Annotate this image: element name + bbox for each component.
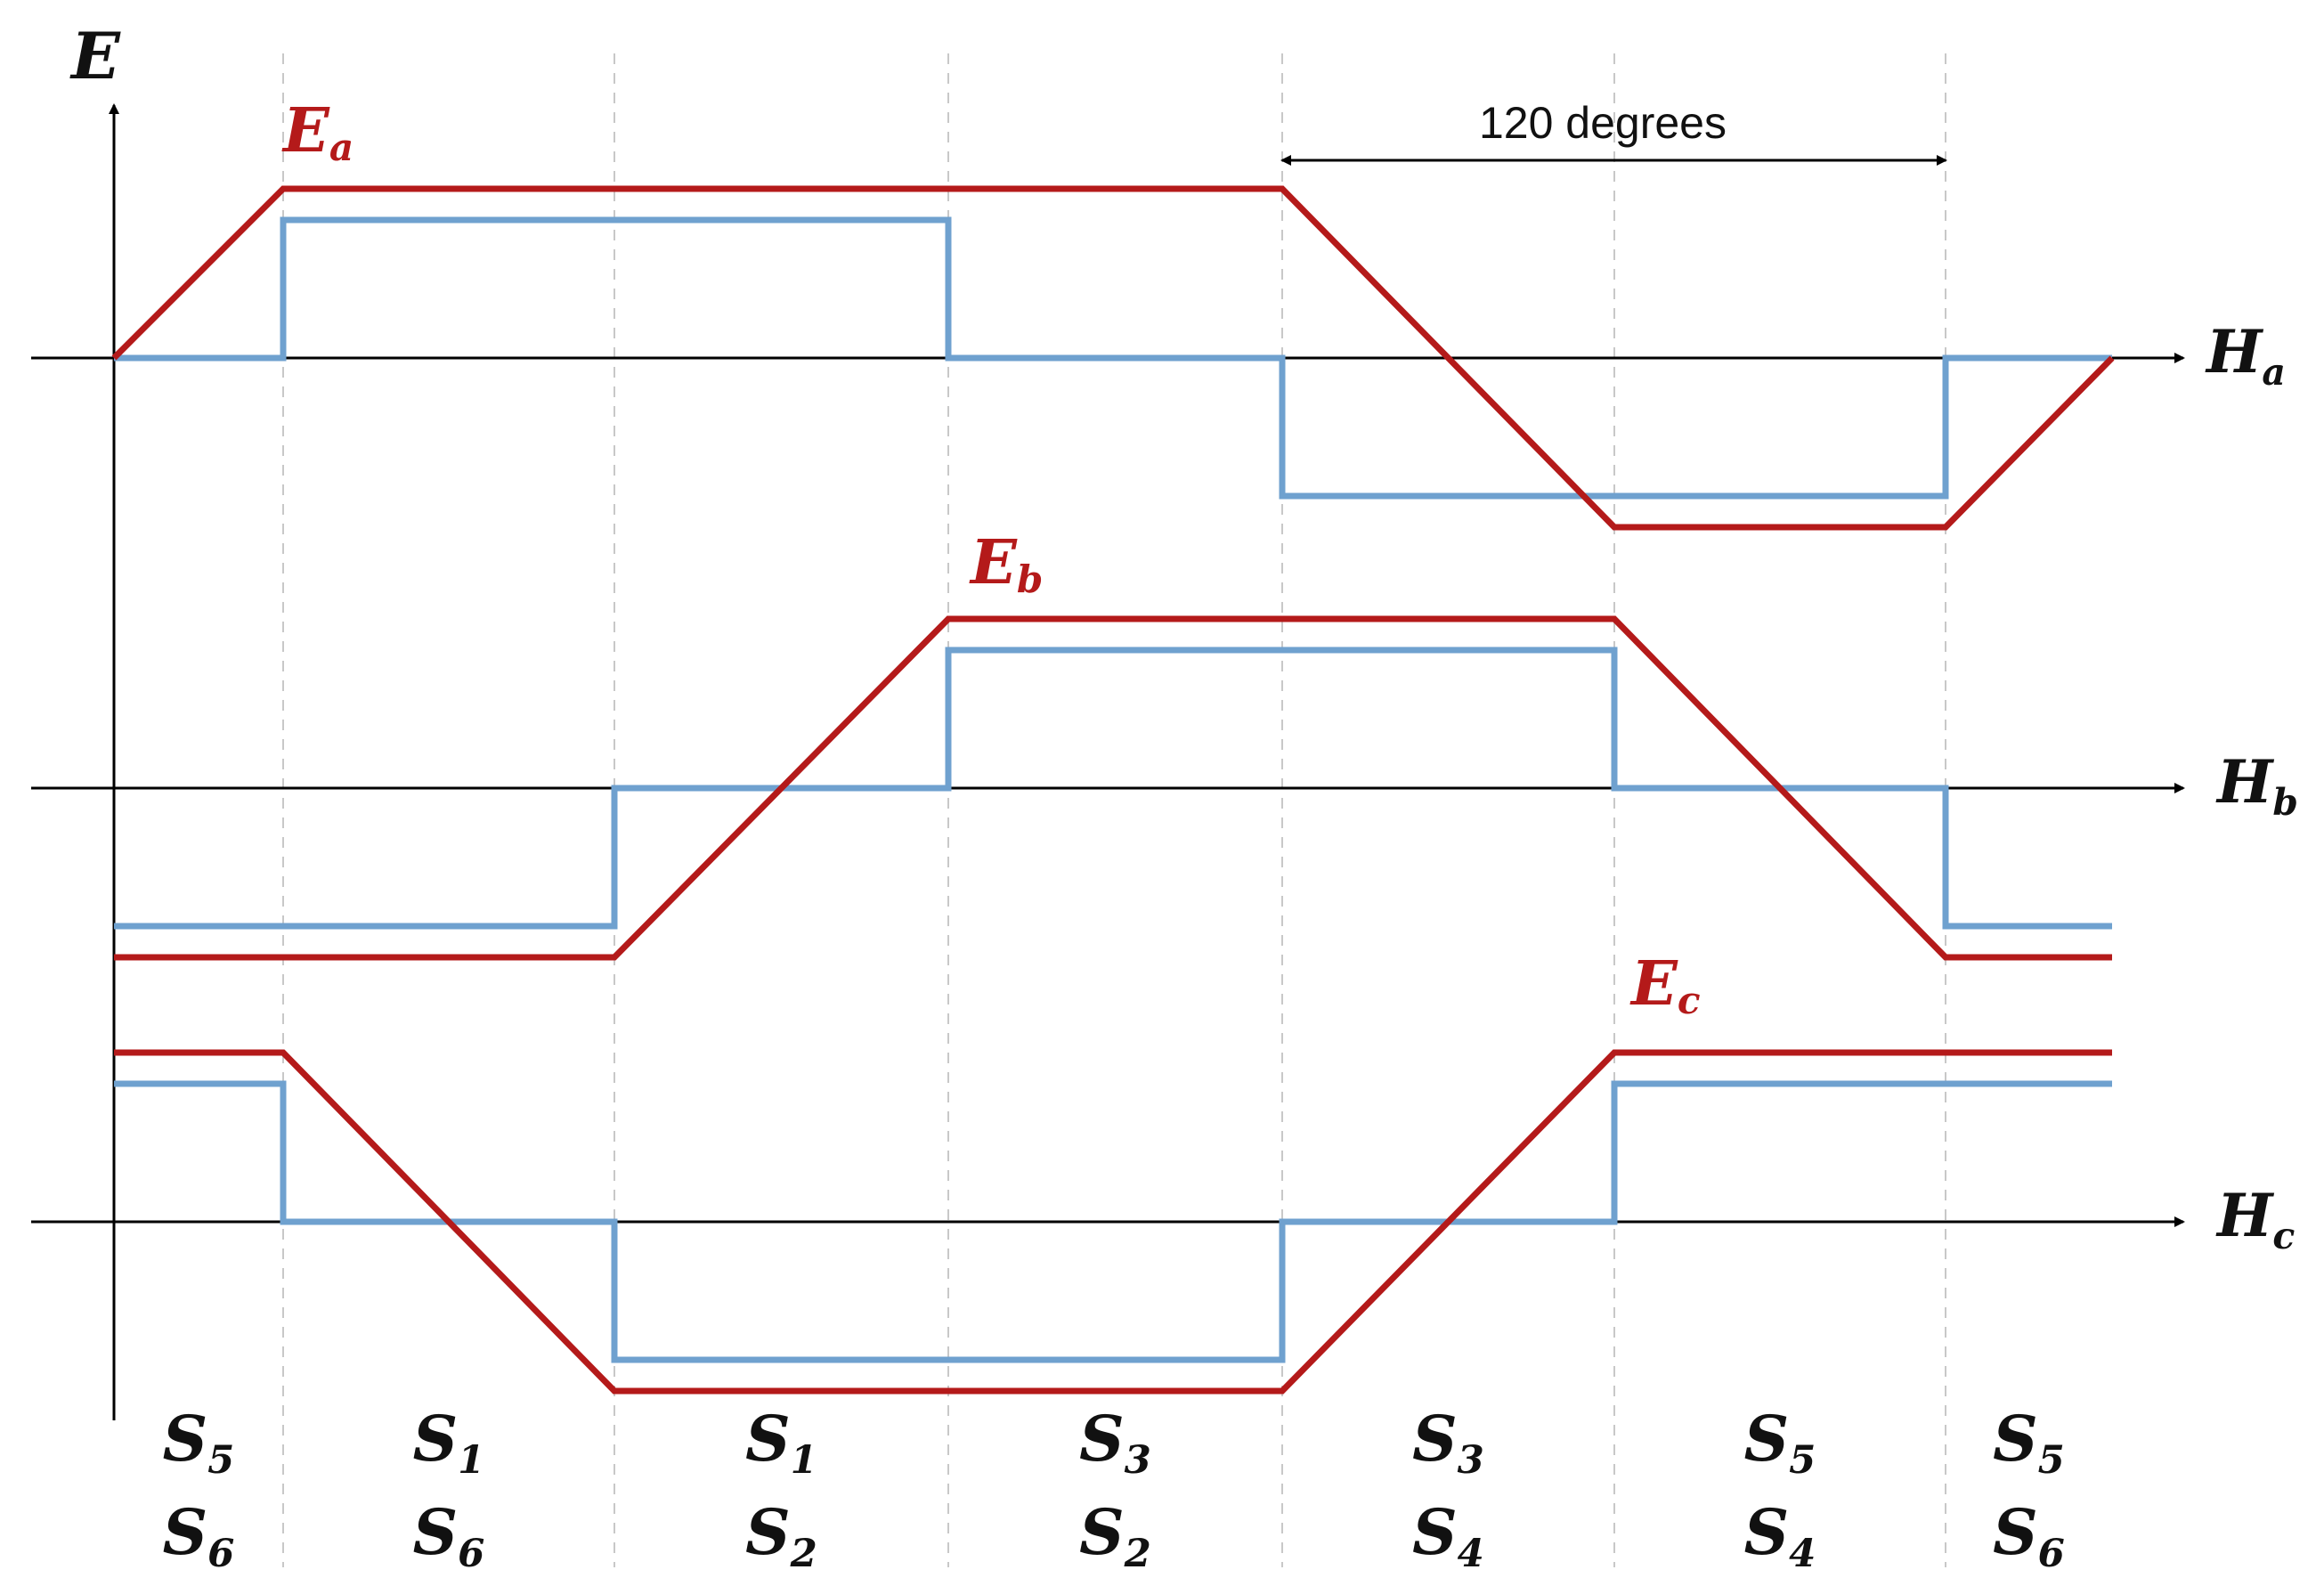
emf-labels: Ea Eb Ec (281, 95, 1701, 1022)
emf-label-eb: Eb (969, 527, 1043, 601)
vertical-axis-label: E (69, 18, 121, 94)
hall-signal-c (114, 1080, 2112, 1363)
span-label: 120 degrees (1479, 98, 1727, 148)
phase-label-hb: Hb (2215, 747, 2298, 824)
emf-waveform-c (114, 1049, 2112, 1395)
switch-label-top: S3 (1079, 1402, 1151, 1483)
phase-label-hc: Hc (2215, 1181, 2295, 1257)
switch-label-top: S5 (1993, 1402, 2065, 1483)
span-annotation: 120 degrees (1280, 98, 1947, 166)
switch-label-top: S1 (413, 1402, 485, 1483)
switch-label-bottom: S2 (745, 1495, 817, 1576)
switch-label-bottom: S4 (1744, 1495, 1816, 1576)
emf-waveform-a (111, 185, 2115, 531)
switch-label-top: S5 (1744, 1402, 1816, 1483)
emf-label-ea: Ea (281, 95, 353, 169)
switch-label-top: S5 (163, 1402, 235, 1483)
switch-label-bottom: S6 (413, 1495, 485, 1576)
hall-signal-a (114, 216, 2112, 500)
hall-signal-b (114, 647, 2112, 930)
emf-label-ec: Ec (1629, 948, 1701, 1022)
hall-signals (114, 216, 2112, 1363)
phase-label-ha: Ha (2205, 317, 2286, 394)
switch-label-bottom: S4 (1412, 1495, 1484, 1576)
sector-gridlines (282, 53, 1946, 1567)
switch-label-bottom: S2 (1079, 1495, 1151, 1576)
switch-label-top: S1 (745, 1402, 817, 1483)
back-emf-waveforms (111, 185, 2115, 1395)
switch-label-top: S3 (1412, 1402, 1484, 1483)
axes: E Ha Hb Hc (31, 18, 2298, 1420)
switch-label-bottom: S6 (1993, 1495, 2065, 1576)
switch-label-bottom: S6 (163, 1495, 235, 1576)
emf-waveform-b (114, 615, 2112, 961)
